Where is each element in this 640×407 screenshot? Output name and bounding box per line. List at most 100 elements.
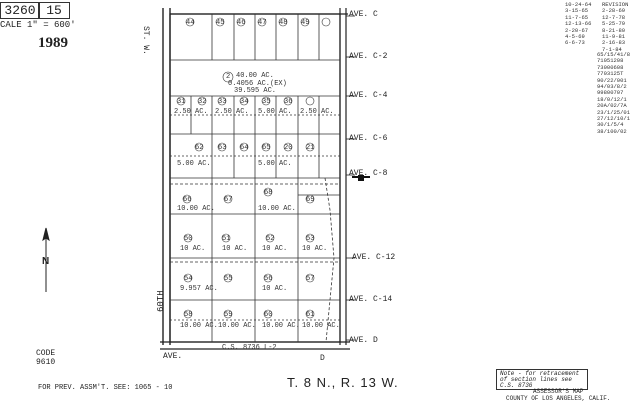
road-label-60th: 60TH	[156, 290, 166, 312]
area-label: 10 AC.	[180, 245, 206, 253]
revision-codes: 65/15/41/8 71051208 73000608 7703125T 90…	[597, 51, 631, 135]
north-arrow-icon	[42, 227, 50, 292]
revision-code: 20A/02/7A	[597, 102, 627, 110]
parcel-number: 34	[240, 98, 249, 106]
area-label: 5.00 AC.	[258, 108, 292, 116]
parcel-number: 52	[266, 235, 275, 243]
road-label-ave-left: AVE.	[163, 352, 183, 361]
parcel-number: 50	[184, 235, 193, 243]
area-label: 5.00 AC.	[258, 160, 292, 168]
map-page-number: 15	[38, 2, 70, 19]
road-label-ave-c6: AVE. C-6	[349, 134, 388, 143]
parcel-number: 62	[195, 144, 204, 152]
revision-code: 90/22/001	[597, 76, 627, 84]
parcel-number: 63	[218, 144, 227, 152]
revision-code: 73000608	[597, 63, 624, 71]
parcel-number: 21	[306, 144, 315, 152]
parcel-2-area: 40.00 AC.	[236, 72, 274, 80]
map-scale: CALE 1" = 600'	[0, 20, 76, 30]
parcel-number: 46	[237, 19, 246, 27]
parcel-number: 57	[306, 275, 315, 283]
parcel-number: 48	[279, 19, 288, 27]
parcel-number: 54	[184, 275, 193, 283]
revision-date: 5-25-79	[602, 20, 626, 28]
revision-date: 11-7-65	[565, 13, 589, 21]
area-label: 2.50 AC.	[174, 108, 208, 116]
area-label: 10 AC.	[302, 245, 328, 253]
parcel-2-exception: 0.4056 AC.(EX)	[228, 80, 287, 88]
assessor-line-2: COUNTY OF LOS ANGELES, CALIF.	[506, 395, 611, 402]
parcel-number: 56	[264, 275, 273, 283]
parcel-2-number: 2	[226, 73, 231, 81]
road-label-ave-d: AVE. D	[349, 336, 378, 345]
previous-assessment-reference: FOR PREV. ASSM'T. SEE: 1065 - 10	[38, 384, 173, 392]
parcel-number: 53	[306, 235, 315, 243]
assessor-title: ASSESSOR'S MAP COUNTY OF LOS ANGELES, CA…	[506, 388, 610, 402]
revision-date: 12-7-78	[602, 13, 626, 21]
parcel-number: 49	[301, 19, 310, 27]
revision-date: 2-28-69	[602, 7, 626, 15]
parcel-number: 59	[224, 311, 233, 319]
map-year: 1989	[38, 35, 68, 51]
area-label: 10.00 AC.	[180, 322, 218, 330]
road-label-ave-c14: AVE. C-14	[349, 295, 393, 304]
area-label: 10.00 AC.	[258, 205, 296, 213]
revision-code: 99800707	[597, 89, 624, 97]
parcel-number: 45	[216, 19, 225, 27]
area-label: 9.957 AC.	[180, 285, 218, 293]
parcel-2-net-area: 39.595 AC.	[234, 87, 277, 95]
revision-code: 65/15/41/8	[597, 51, 631, 58]
revision-column-left: 10-24-64 3-15-65 11-7-65 12-13-66 2-20-6…	[565, 1, 592, 47]
area-label: 10 AC.	[262, 245, 288, 253]
road-label-ave-c4: AVE. C-4	[349, 91, 388, 100]
parcel-number: 47	[258, 19, 267, 27]
road-label-st-w: ST. W.	[141, 26, 150, 55]
revision-code: 18/0/12/1	[597, 95, 627, 103]
code-value: 9610	[36, 358, 56, 367]
parcel-number: 51	[222, 235, 231, 243]
area-label: 10 AC.	[262, 285, 288, 293]
area-label: 5.00 AC.	[177, 160, 211, 168]
revision-code: 7703125T	[597, 70, 624, 78]
revision-code: 27/12/10/1	[597, 115, 631, 123]
parcel-number: 64	[240, 144, 249, 152]
parcel-number: 67	[224, 196, 233, 204]
revision-header: REVISION	[602, 1, 629, 8]
area-label: 2.50 AC.	[300, 108, 334, 116]
parcel-number: 33	[218, 98, 227, 106]
revision-date: 2-20-67	[565, 26, 589, 34]
revision-code: 30/1/5/4	[597, 121, 624, 129]
revision-date: 7-1-84	[602, 45, 622, 53]
revision-code: 23/1/25/01	[597, 108, 631, 116]
parcel-number: 44	[186, 19, 195, 27]
revision-date: 8-21-80	[602, 26, 626, 34]
parcel-number: 35	[262, 98, 271, 106]
revision-date: 2-16-83	[602, 39, 626, 47]
area-label: 10.00 AC.	[302, 322, 340, 330]
north-label: N	[42, 256, 50, 267]
retracement-note: Note - for retracement of section lines …	[496, 369, 588, 390]
parcel-number: 69	[306, 196, 315, 204]
road-label-ave-c8: AVE. C-8	[349, 169, 388, 178]
revision-code: 94/03/8/2	[597, 83, 627, 91]
road-label-d: D	[320, 354, 325, 363]
area-label: 10.00 AC.	[218, 322, 256, 330]
revision-date: 6-6-73	[565, 39, 585, 47]
revision-date: 10-24-64	[565, 1, 592, 8]
township-range: T. 8 N., R. 13 W.	[287, 375, 399, 390]
parcel-number: 32	[198, 98, 207, 106]
area-label: 10.00 AC.	[262, 322, 300, 330]
revision-date: 4-5-69	[565, 33, 585, 41]
revision-date: 3-15-65	[565, 7, 589, 15]
area-label: 10 AC.	[222, 245, 248, 253]
code-block: CODE 9610	[36, 349, 55, 367]
revision-code: 71051208	[597, 57, 624, 65]
parcel-number: 58	[184, 311, 193, 319]
parcel-number: 68	[264, 189, 273, 197]
revision-date: 11-9-81	[602, 33, 626, 41]
parcel-number: 60	[264, 311, 273, 319]
assessor-line-1: ASSESSOR'S MAP	[533, 388, 584, 395]
area-label: 2.50 AC.	[215, 108, 249, 116]
parcel-number: 31	[177, 98, 186, 106]
